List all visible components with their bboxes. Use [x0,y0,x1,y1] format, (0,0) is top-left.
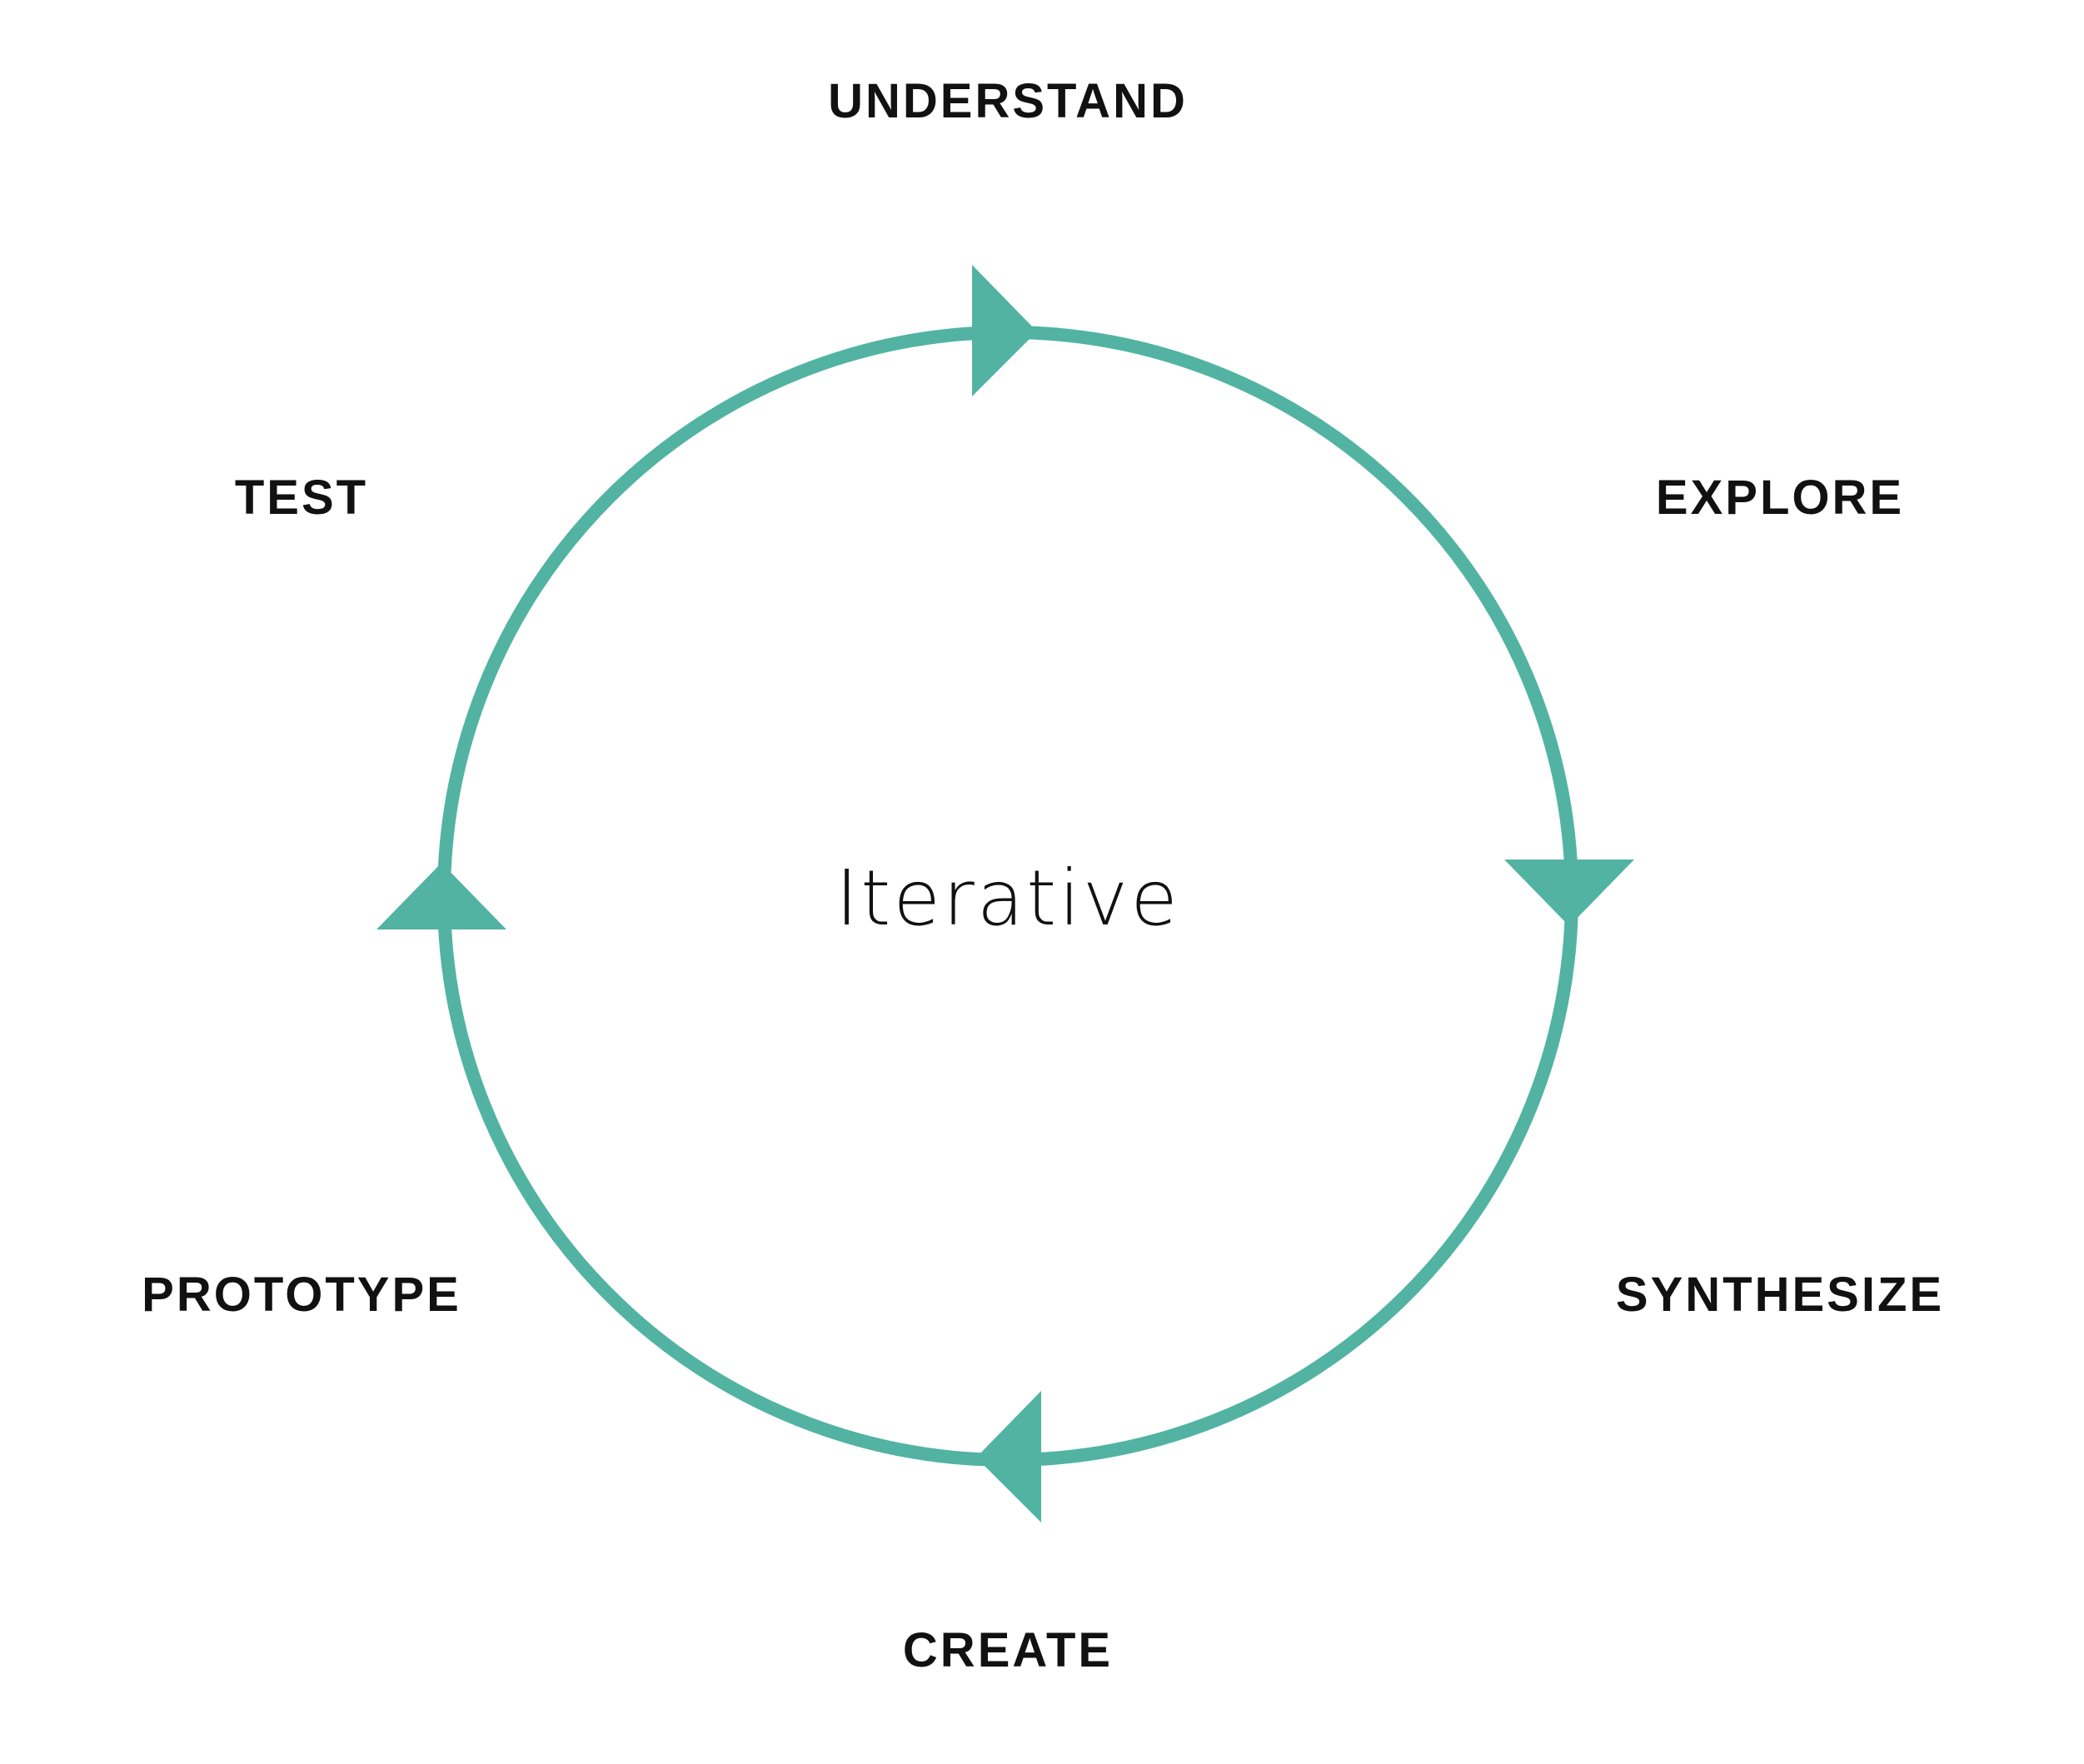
stage-label-synthesize: SYNTHESIZE [1616,1268,1944,1322]
arrow-right-down-icon [1504,860,1634,926]
stage-label-understand: UNDERSTAND [828,74,1188,128]
arrow-bottom-left-icon [976,1391,1041,1522]
arrow-top-right-icon [972,265,1037,396]
stage-label-test: TEST [235,471,368,525]
stage-label-explore: EXPLORE [1656,471,1904,525]
center-label: Iterative [835,854,1180,943]
arrow-left-up-icon [376,863,506,929]
stage-label-prototype: PROTOTYPE [142,1268,461,1322]
stage-label-create: CREATE [903,1623,1113,1677]
